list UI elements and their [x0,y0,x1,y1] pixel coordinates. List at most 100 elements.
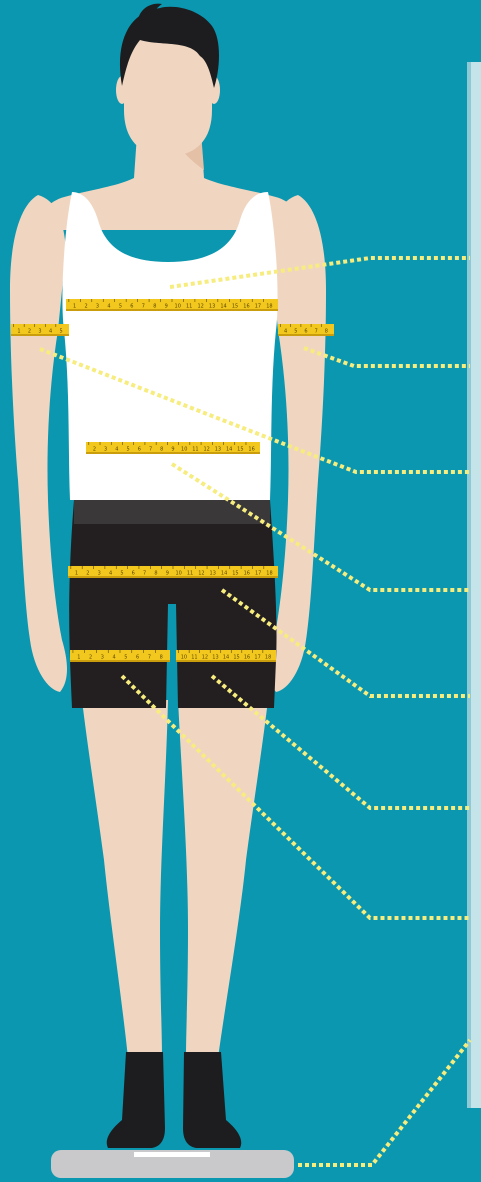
tape-number: 14 [226,447,232,453]
tape-number: 8 [153,304,156,310]
tape-number: 15 [232,571,238,577]
tape-arm-right: 4 5 6 7 8 [278,324,334,336]
left-leg [82,700,168,1058]
tape-number: 16 [244,571,250,577]
tape-number: 6 [136,655,139,661]
thigh-left-leader [122,676,470,918]
tape-number: 4 [284,329,287,335]
tape-number: 18 [266,571,272,577]
tape-number: 6 [138,447,141,453]
tape-number: 3 [101,655,104,661]
tape-number: 1 [75,571,78,577]
tape-number: 13 [209,304,215,310]
tape-number: 5 [120,571,123,577]
tape-number: 3 [96,304,99,310]
tape-number: 8 [325,329,328,335]
tape-number: 13 [215,447,221,453]
tape-number: 1 [77,655,80,661]
tape-number: 10 [181,655,187,661]
tape-number: 3 [38,329,41,335]
tape-arm-left: 1 2 3 4 5 [11,324,69,336]
tape-number: 2 [84,304,87,310]
tape-number: 15 [232,304,238,310]
tape-number: 7 [149,447,152,453]
tape-number: 17 [255,304,261,310]
tape-number: 4 [109,571,112,577]
tape-number: 8 [160,447,163,453]
tape-number: 13 [210,571,216,577]
tape-number: 3 [98,571,101,577]
tape-number: 1 [73,304,76,310]
tape-number: 9 [166,571,169,577]
tape-thigh-left: 1 2 3 4 5 6 7 8 [70,650,170,662]
tape-number: 17 [255,571,261,577]
tape-number: 2 [28,329,31,335]
tape-number: 4 [107,304,110,310]
tape-number: 9 [171,447,174,453]
tape-number: 4 [115,447,118,453]
tape-number: 11 [191,655,197,661]
tape-number: 14 [220,304,226,310]
tape-number: 4 [49,329,52,335]
tape-number: 12 [197,304,203,310]
tape-number: 14 [223,655,229,661]
tape-number: 15 [233,655,239,661]
tape-number: 13 [212,655,218,661]
left-arm [10,195,67,692]
tape-number: 8 [154,571,157,577]
height-leader [298,1040,470,1165]
shorts-waistband [74,500,270,524]
tape-number: 7 [315,329,318,335]
tape-number: 6 [132,571,135,577]
tape-chest: 123456789101112131415161718 [66,299,278,311]
tape-number: 5 [127,447,130,453]
tape-number: 16 [248,447,254,453]
right-sock [183,1052,241,1148]
measurement-panel-edge [467,62,471,1108]
tape-number: 10 [175,571,181,577]
tape-number: 5 [119,304,122,310]
tape-number: 5 [124,655,127,661]
left-sock [107,1052,165,1148]
tape-number: 16 [243,304,249,310]
upper-arm-leader [304,348,470,366]
tape-number: 11 [192,447,198,453]
tape-edge [70,660,170,662]
tape-number: 4 [113,655,116,661]
right-leg [178,700,268,1058]
tape-number: 8 [160,655,163,661]
tape-number: 15 [237,447,243,453]
tape-number: 6 [304,329,307,335]
tape-number: 3 [104,447,107,453]
tape-number: 12 [202,655,208,661]
tape-number: 5 [59,329,62,335]
tape-number: 17 [254,655,260,661]
tape-number: 12 [198,571,204,577]
tape-number: 2 [93,447,96,453]
tape-number: 5 [294,329,297,335]
tape-number: 2 [89,655,92,661]
tape-number: 7 [143,571,146,577]
shorts [69,500,276,708]
tape-number: 14 [221,571,227,577]
tape-number: 2 [86,571,89,577]
tape-number: 10 [181,447,187,453]
tape-waist: 2 3 4 5 6 7 8 9 10 11 12 13 14 15 16 [86,442,260,454]
tape-thigh-right: 10 11 12 13 14 15 16 17 18 [176,650,276,662]
tape-number: 9 [165,304,168,310]
tape-number: 16 [244,655,250,661]
scale-display [134,1152,210,1157]
tape-number: 7 [148,655,151,661]
tape-number: 12 [203,447,209,453]
tape-number: 10 [175,304,181,310]
tape-number: 11 [186,304,192,310]
tape-number: 6 [130,304,133,310]
tape-number: 11 [187,571,193,577]
tape-number: 7 [142,304,145,310]
tape-number: 1 [17,329,20,335]
tape-number: 18 [266,304,272,310]
tape-number: 18 [265,655,271,661]
